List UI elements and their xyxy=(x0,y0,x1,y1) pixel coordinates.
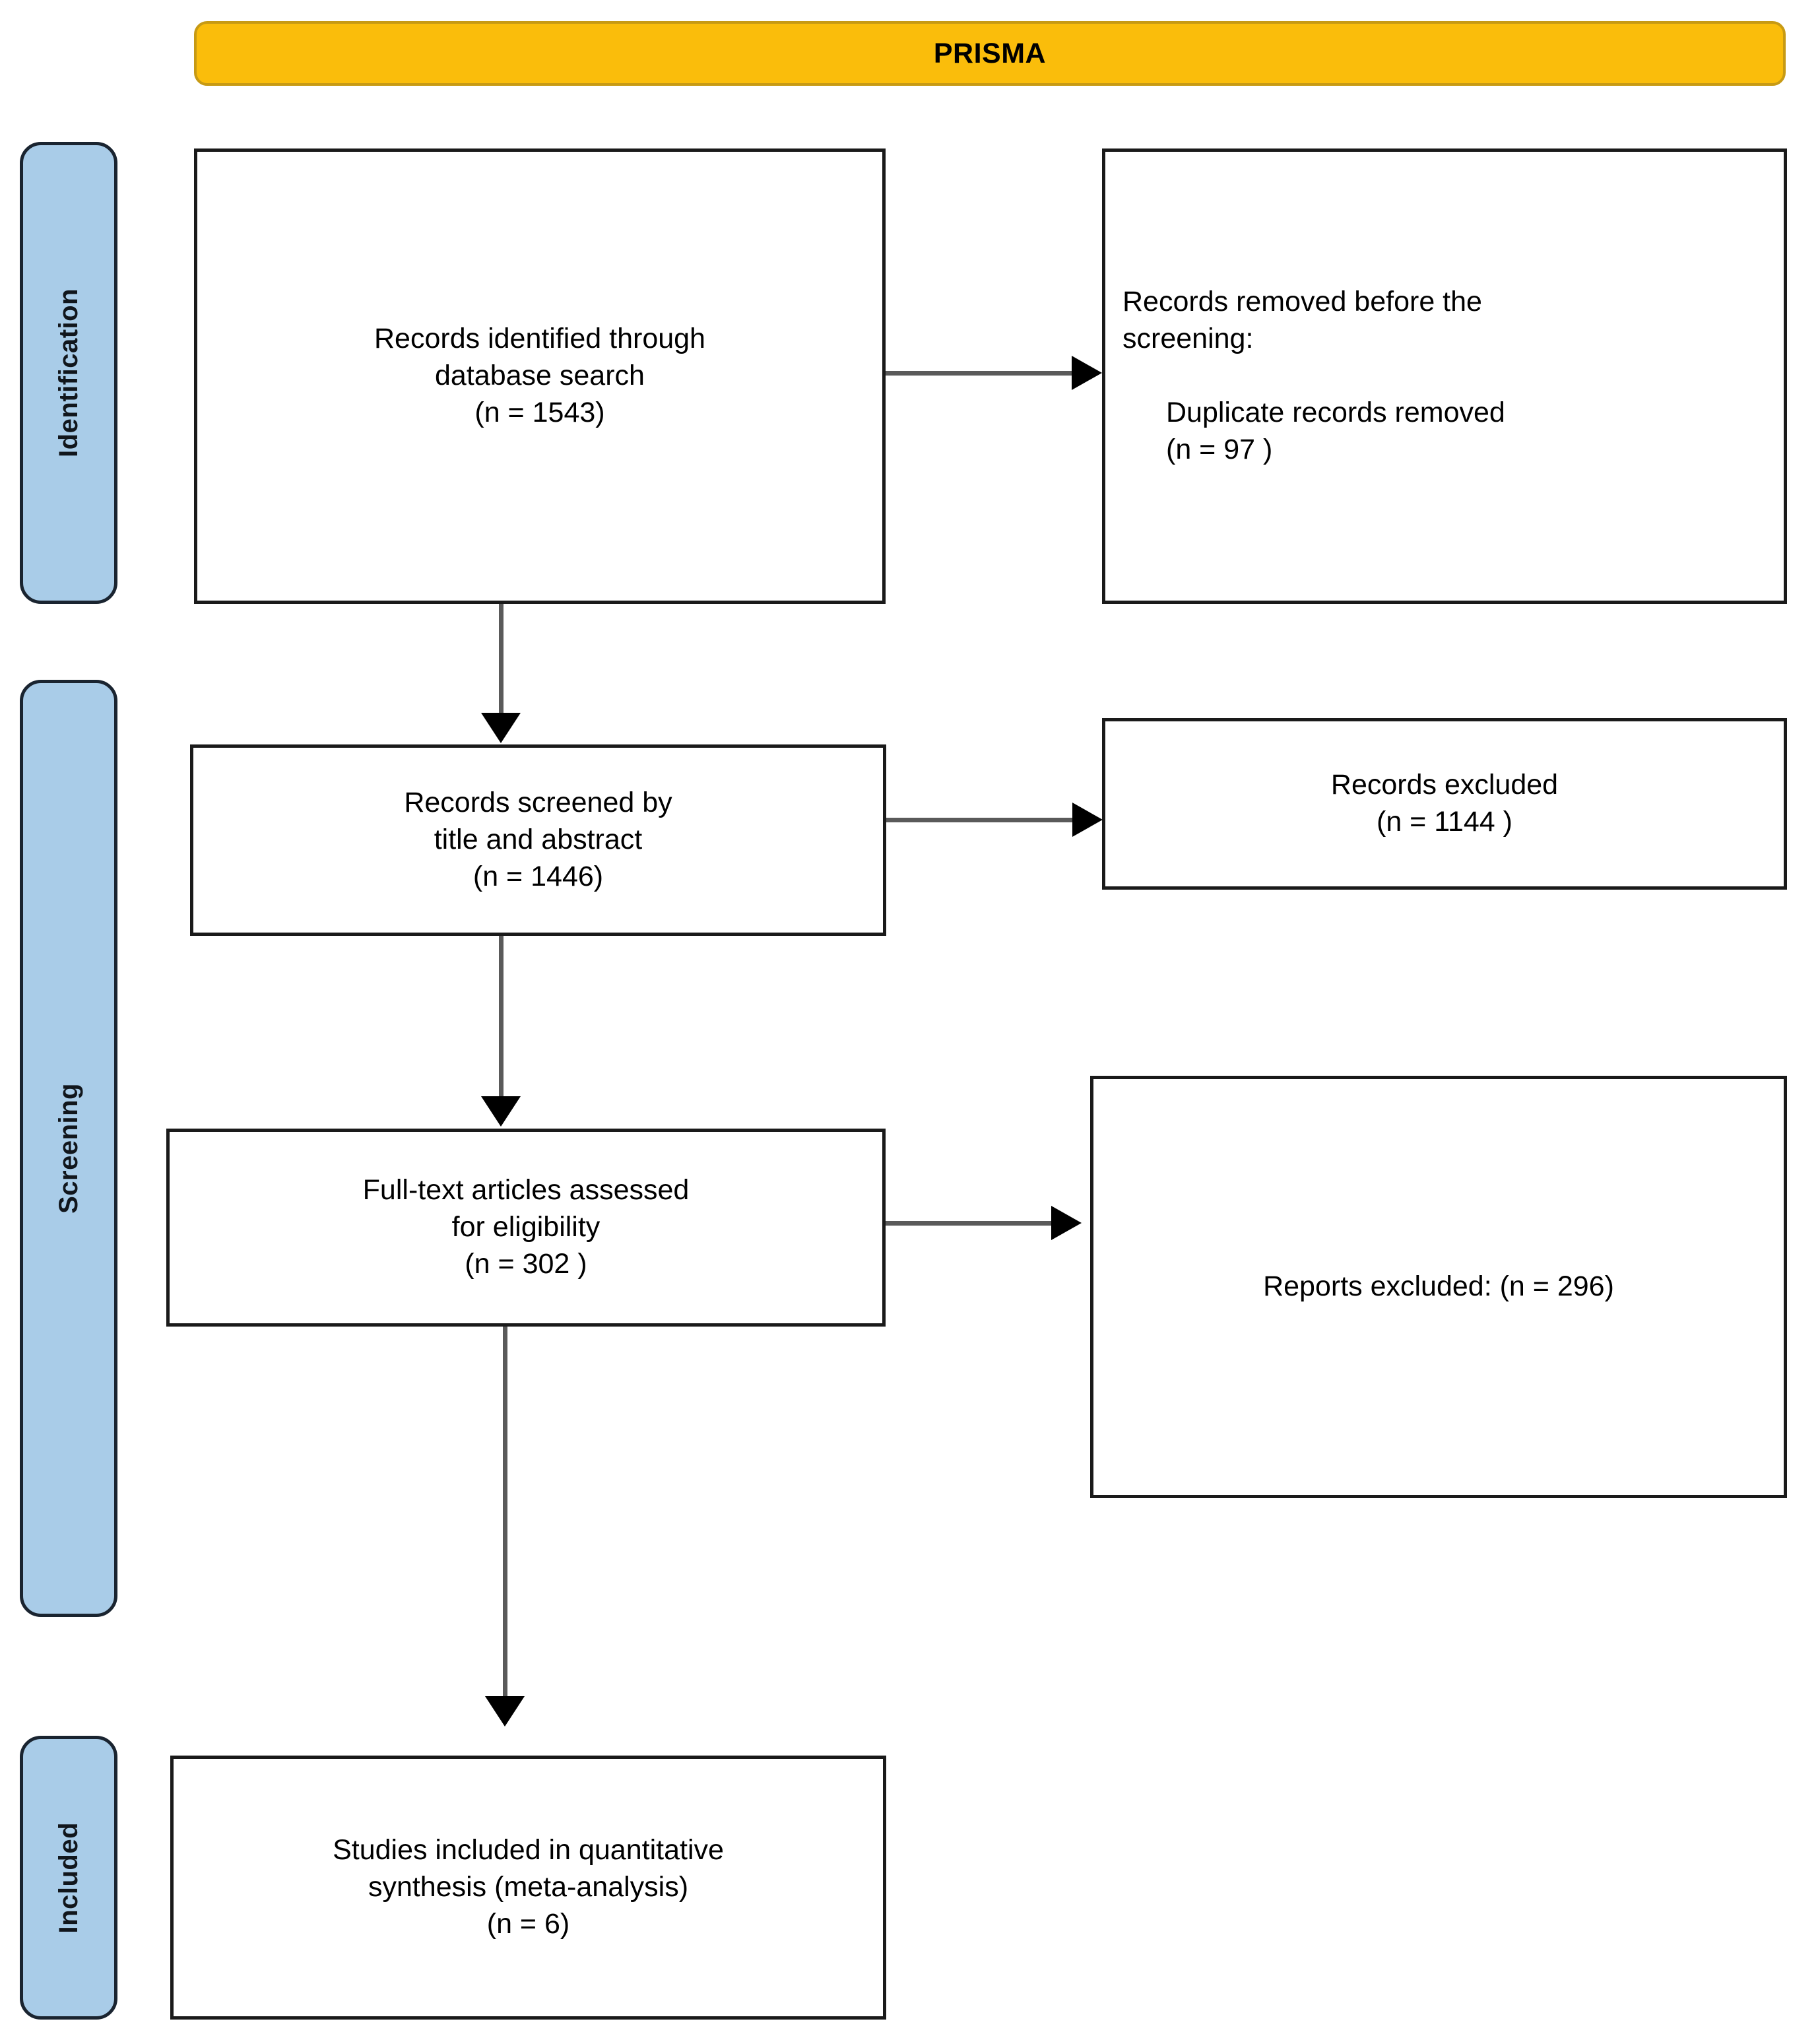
arrowhead-down-icon xyxy=(485,1696,525,1727)
connector-screened-to-records-excluded xyxy=(886,803,1104,837)
arrowhead-right-icon xyxy=(1072,803,1103,837)
connector-line xyxy=(886,371,1074,376)
box-fulltext-assessed: Full-text articles assessed for eligibil… xyxy=(166,1129,886,1327)
stage-pill-screening: Screening xyxy=(20,680,117,1617)
box-reports-excluded-text: Reports excluded: (n = 296) xyxy=(1263,1270,1614,1303)
spacer xyxy=(1105,358,1784,395)
connector-fulltext-to-included xyxy=(485,1327,525,1756)
box-fulltext-assessed-text: Full-text articles assessed for eligibil… xyxy=(362,1174,690,1280)
box-records-screened: Records screened by title and abstract (… xyxy=(190,744,886,936)
connector-identified-to-screened xyxy=(481,604,521,746)
connector-line xyxy=(886,818,1075,822)
box-records-excluded: Records excluded (n = 1144 ) xyxy=(1102,718,1787,890)
prisma-header-bar: PRISMA xyxy=(194,21,1786,86)
connector-line xyxy=(499,604,504,716)
box-records-removed: Records removed before the screening: Du… xyxy=(1102,148,1787,604)
arrowhead-down-icon xyxy=(481,713,521,743)
connector-fulltext-to-reports-excluded xyxy=(886,1206,1084,1240)
arrowhead-down-icon xyxy=(481,1096,521,1127)
connector-line xyxy=(499,936,504,1100)
stage-pill-included: Included xyxy=(20,1736,117,2020)
box-records-removed-text: Records removed before the screening: xyxy=(1122,286,1482,355)
box-studies-included: Studies included in quantitative synthes… xyxy=(170,1756,886,2020)
arrowhead-right-icon xyxy=(1051,1206,1082,1240)
stage-label-screening: Screening xyxy=(53,1083,83,1214)
box-duplicate-records-removed-text: Duplicate records removed (n = 97 ) xyxy=(1166,397,1505,465)
box-records-identified: Records identified through database sear… xyxy=(194,148,886,604)
connector-line xyxy=(886,1221,1054,1226)
box-records-excluded-text: Records excluded (n = 1144 ) xyxy=(1330,769,1559,838)
box-records-identified-text: Records identified through database sear… xyxy=(374,323,705,428)
stage-label-identification: Identification xyxy=(53,288,83,457)
stage-label-included: Included xyxy=(53,1822,83,1934)
box-studies-included-text: Studies included in quantitative synthes… xyxy=(333,1834,724,1940)
arrowhead-right-icon xyxy=(1072,356,1102,390)
connector-line xyxy=(503,1327,507,1699)
stage-pill-identification: Identification xyxy=(20,142,117,604)
box-records-screened-text: Records screened by title and abstract (… xyxy=(404,787,672,892)
connector-identified-to-removed xyxy=(886,356,1103,390)
prisma-title: PRISMA xyxy=(933,37,1047,69)
connector-screened-to-fulltext xyxy=(481,936,521,1131)
box-reports-excluded: Reports excluded: (n = 296) xyxy=(1090,1076,1787,1498)
